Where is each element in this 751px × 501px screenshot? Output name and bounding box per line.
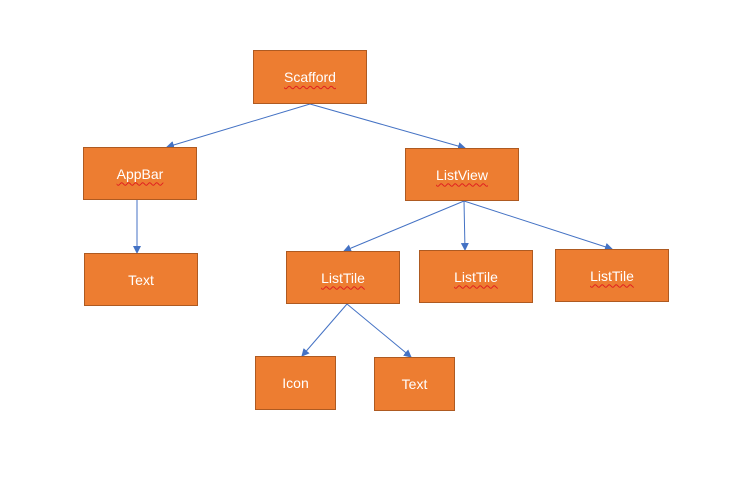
edge-listtile1-to-text2 [346,303,412,358]
edge-scafford-to-listview [309,103,466,150]
node-scafford: Scafford [253,50,367,104]
node-label-text-appbar-child: Text [128,271,154,288]
node-label-text-listtile-child: Text [401,376,428,392]
node-listtile-2: ListTile [419,250,533,303]
edge-listview-to-listtile3 [463,200,613,251]
edge-listview-to-listtile1 [343,200,465,252]
node-label-listtile-3: ListTile [590,267,634,284]
node-listtile-1: ListTile [286,251,400,304]
node-label-scafford: Scafford [284,69,336,85]
node-icon: Icon [255,356,336,410]
node-listview: ListView [405,148,519,201]
node-appbar: AppBar [83,147,197,200]
edge-scafford-to-appbar [166,103,311,149]
edge-listview-to-listtile2 [460,200,469,251]
node-text-appbar-child: Text [84,253,198,306]
node-label-listtile-1: ListTile [321,269,365,286]
node-label-listview: ListView [436,166,488,183]
edge-listtile1-to-icon [301,303,348,357]
node-label-listtile-2: ListTile [454,268,498,285]
node-label-appbar: AppBar [116,165,164,182]
node-listtile-3: ListTile [555,249,669,302]
node-text-listtile-child: Text [374,357,455,411]
node-label-icon: Icon [282,375,309,391]
